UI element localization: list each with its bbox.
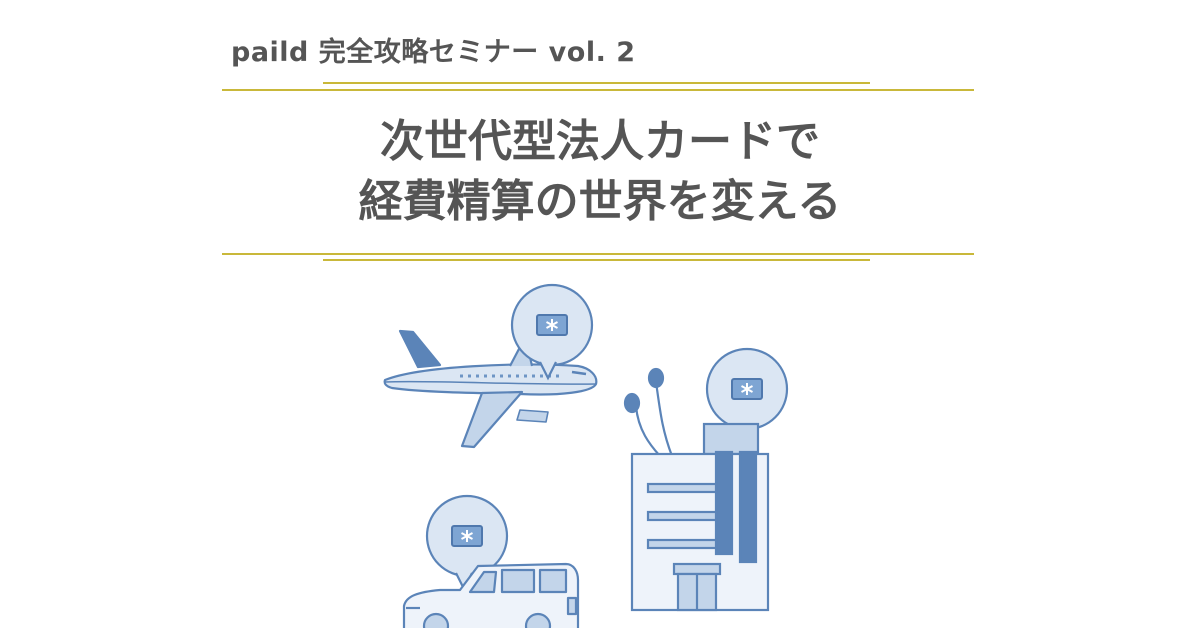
office-building-icon: [623, 367, 770, 612]
car-icon: [402, 562, 580, 628]
card-speech-bubble-icon: [510, 283, 594, 381]
headline-line-1: 次世代型法人カードで: [380, 116, 820, 167]
top-rule-short: [323, 82, 870, 84]
card-speech-bubble-icon: [425, 494, 509, 592]
bottom-rule-short: [323, 259, 870, 261]
bottom-rule-long: [222, 253, 974, 255]
headline: 次世代型法人カードで 経費精算の世界を変える: [200, 112, 1000, 232]
seminar-kicker: paild 完全攻略セミナー vol. 2: [231, 37, 636, 68]
top-rule-long: [222, 89, 974, 91]
headline-line-2: 経費精算の世界を変える: [358, 176, 842, 227]
airplane-icon: [383, 329, 598, 449]
